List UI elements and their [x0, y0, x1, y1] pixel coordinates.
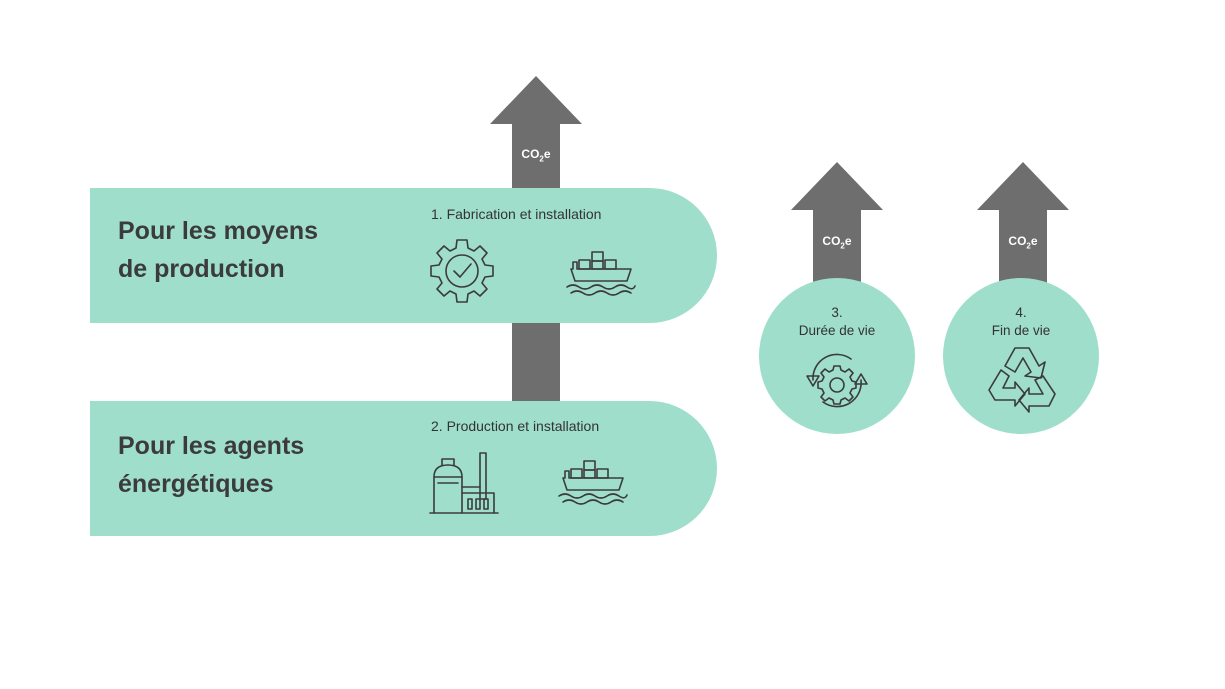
circle-end-of-life: 4. Fin de vie [943, 278, 1099, 434]
circle-lifetime: 3. Durée de vie [759, 278, 915, 434]
factory-icon [429, 452, 499, 514]
band-title: Pour les agents énergétiques [118, 432, 305, 498]
band-title: Pour les moyens de production [118, 217, 319, 283]
gear-check-icon [430, 239, 494, 303]
co2-label-lifetime: CO2e [822, 234, 852, 251]
circle-label: 4. Fin de vie [991, 305, 1051, 338]
band-energy-agents: Pour les agents énergétiques 2. Producti… [90, 401, 717, 536]
cargo-ship-icon [558, 460, 628, 505]
band-production-means: Pour les moyens de production 1. Fabrica… [90, 188, 717, 323]
co2-label-end-of-life: CO2e [1008, 234, 1038, 251]
co2-arrow-end-of-life [977, 162, 1069, 287]
cargo-ship-icon [566, 251, 636, 296]
recycle-icon [988, 347, 1056, 413]
step-label: 2. Production et installation [431, 418, 600, 434]
circle-label: 3. Durée de vie [798, 305, 876, 338]
co2-label-main: CO2e [521, 147, 551, 164]
gear-cycle-icon [806, 353, 868, 408]
co2-arrow-lifetime [791, 162, 883, 287]
step-label: 1. Fabrication et installation [431, 206, 602, 222]
